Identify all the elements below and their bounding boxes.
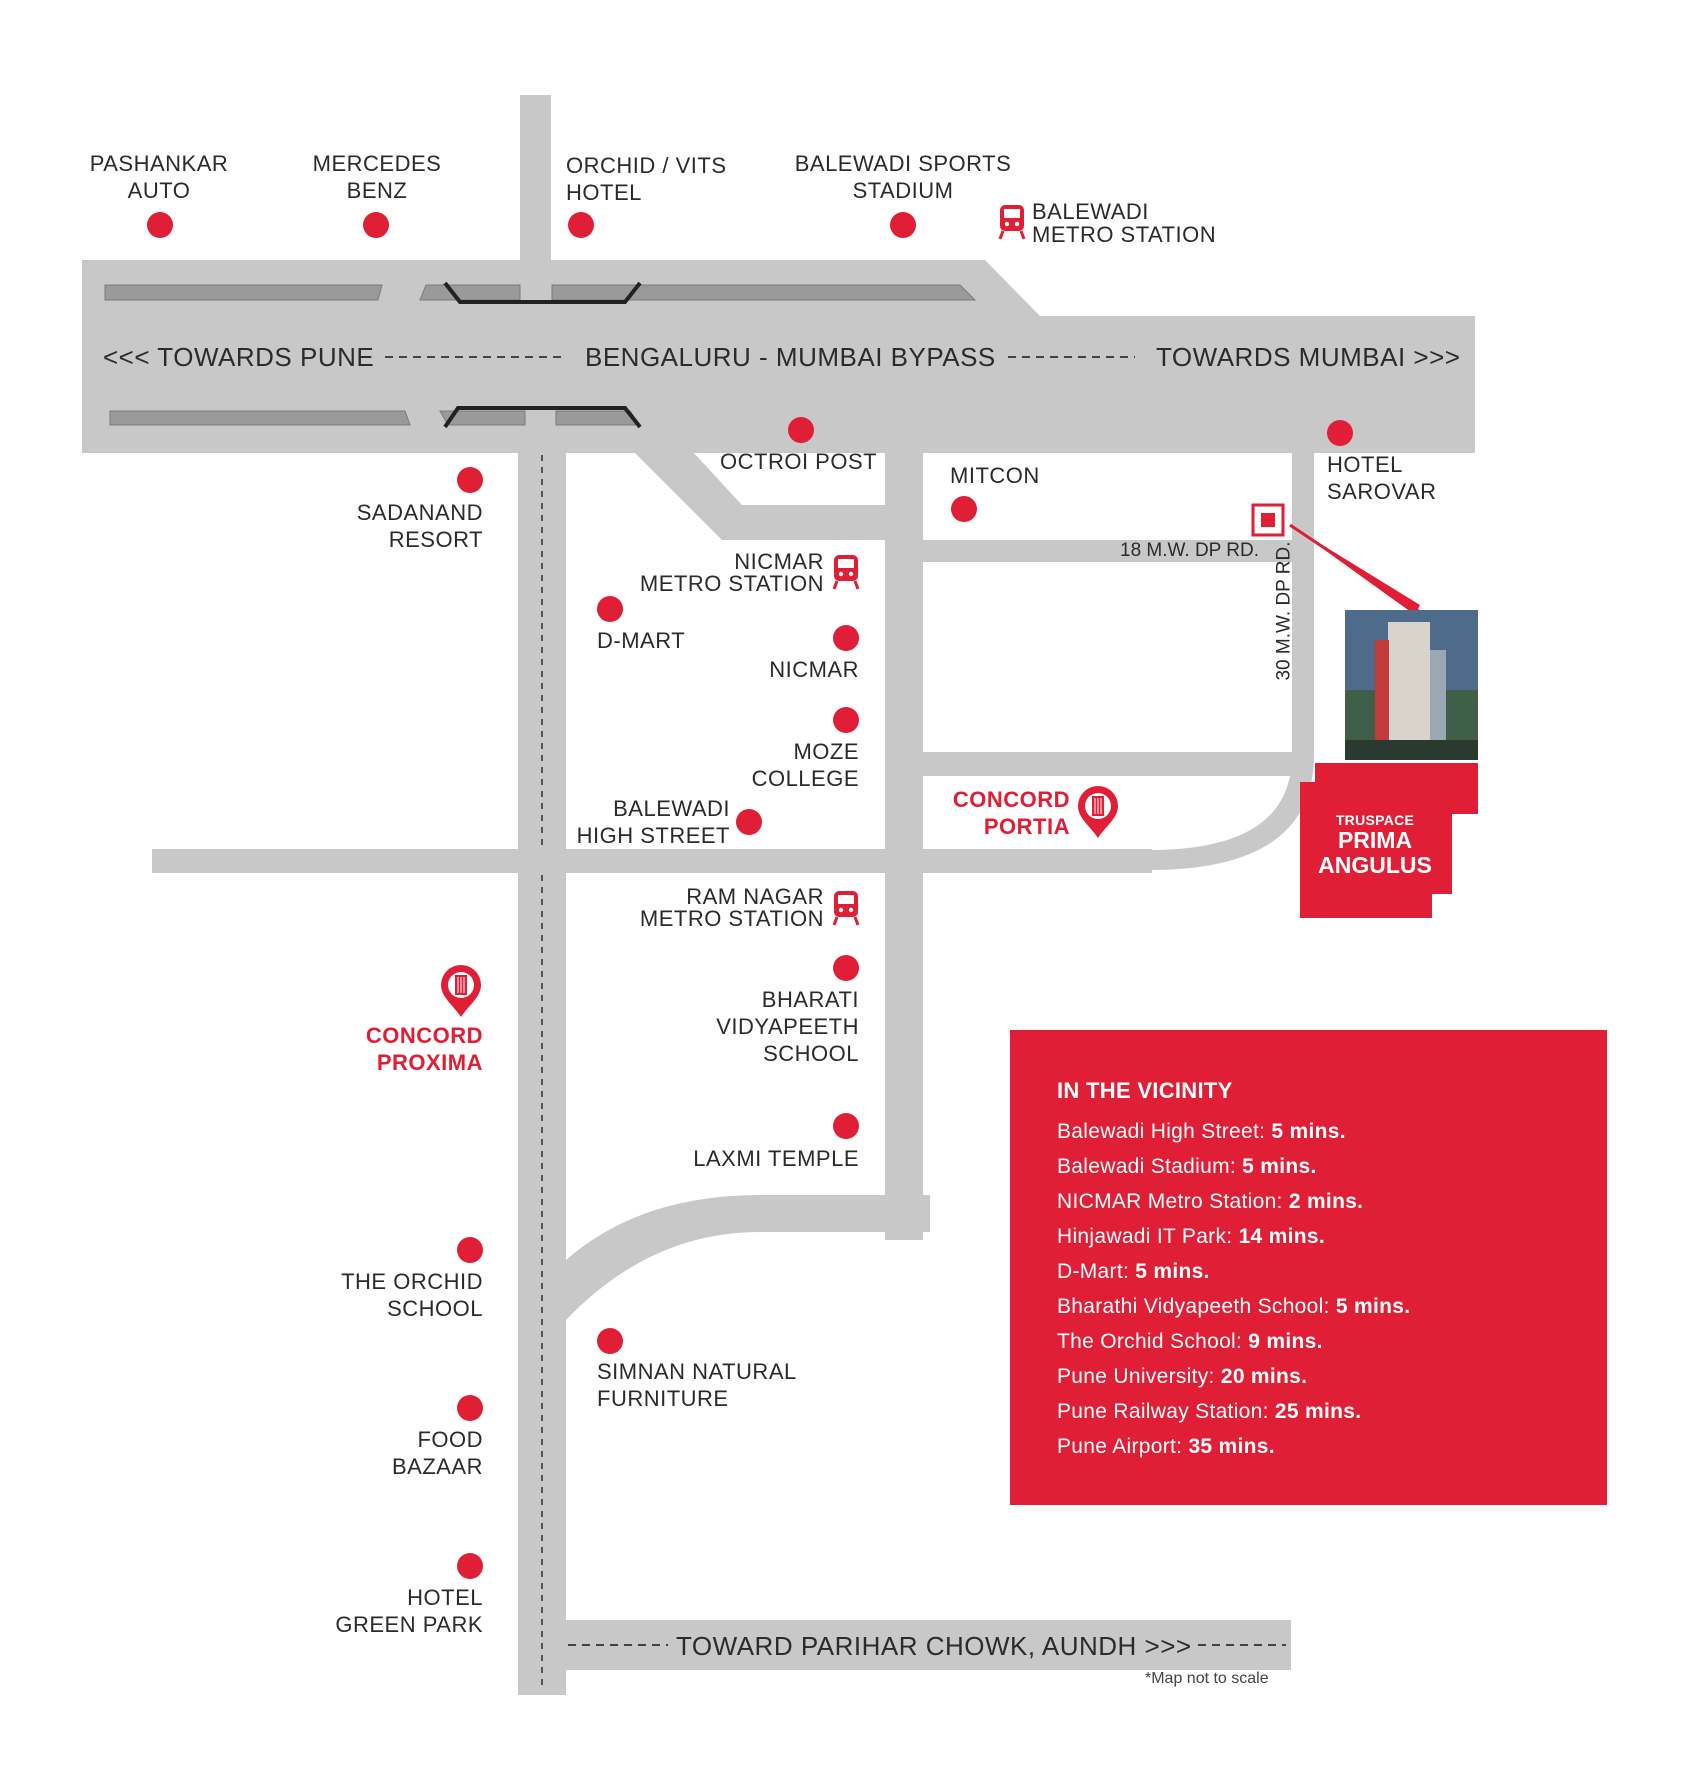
list-item: The Orchid School: 9 mins. [1057, 1330, 1323, 1353]
road-30mw [1292, 405, 1314, 755]
list-item: Pune Airport: 35 mins. [1057, 1435, 1275, 1458]
concord-pin-icon-portia [1078, 786, 1118, 838]
vicinity-list: Balewadi High Street: 5 mins. Balewadi S… [1057, 1114, 1410, 1464]
marker-dot [833, 955, 859, 981]
place-nicmar: NICMAR [769, 657, 859, 682]
metro-icon-ramnagar [832, 891, 860, 926]
flyover-mark [443, 406, 642, 429]
road-portia [923, 752, 1293, 776]
road-main-vertical-top [520, 95, 551, 265]
marker-dot [363, 212, 389, 238]
metro-icon-nicmar [832, 555, 860, 590]
place-laxmi-temple: LAXMI TEMPLE [693, 1146, 859, 1171]
marker-dot [457, 1395, 483, 1421]
map-scale-note: *Map not to scale [1145, 1670, 1269, 1687]
marker-dot [457, 1553, 483, 1579]
pointer-wedge [1290, 525, 1420, 615]
road-diagonal [632, 425, 885, 540]
marker-dot [833, 707, 859, 733]
metro-icon-balewadi [998, 205, 1026, 240]
road-curve-bottom [566, 1195, 930, 1320]
marker-dot [736, 809, 762, 835]
list-item: NICMAR Metro Station: 2 mins. [1057, 1190, 1364, 1213]
highway-band-lower [82, 316, 1475, 453]
service-lane [419, 284, 521, 301]
road-label-18mw: 18 M.W. DP RD. [1120, 540, 1260, 561]
road-inner-vertical [885, 405, 923, 1240]
place-mitcon: MITCON [950, 463, 1040, 488]
place-d-mart: D-MART [597, 628, 686, 653]
road-label-parihar-chowk: TOWARD PARIHAR CHOWK, AUNDH >>> [676, 1631, 1192, 1661]
marker-dot [833, 1113, 859, 1139]
marker-dot [788, 417, 814, 443]
vicinity-title: IN THE VICINITY [1057, 1078, 1233, 1103]
road-cross [152, 849, 1152, 873]
list-item: Pune Railway Station: 25 mins. [1057, 1400, 1362, 1423]
list-item: Hinjawadi IT Park: 14 mins. [1057, 1225, 1326, 1248]
list-item: D-Mart: 5 mins. [1057, 1260, 1210, 1283]
project-name-line2: ANGULUS [1318, 852, 1432, 878]
road-label-bypass: BENGALURU - MUMBAI BYPASS [585, 342, 996, 372]
service-lane [439, 410, 526, 426]
marker-dot [1327, 420, 1353, 446]
marker-dot [951, 496, 977, 522]
service-lane [551, 284, 977, 301]
concord-pin-icon-proxima [441, 965, 481, 1017]
project-badge-label: TRUSPACE PRIMA ANGULUS [1315, 812, 1435, 878]
project-brand: TRUSPACE [1335, 812, 1415, 828]
service-lane [109, 410, 411, 426]
marker-dot [457, 1237, 483, 1263]
road-18mw [923, 540, 1293, 562]
project-name-line1: PRIMA [1337, 827, 1413, 853]
road-label-towards-mumbai: TOWARDS MUMBAI >>> [1156, 342, 1461, 372]
project-marker-inner [1261, 513, 1275, 527]
marker-dot [597, 596, 623, 622]
marker-dot [833, 625, 859, 651]
marker-dot [457, 467, 483, 493]
marker-dot [890, 212, 916, 238]
road-label-30mw: 30 M.W. DP RD. [1273, 541, 1295, 681]
project-badge [1300, 763, 1478, 918]
marker-dot [147, 212, 173, 238]
list-item: Balewadi High Street: 5 mins. [1057, 1120, 1346, 1143]
service-lane [104, 284, 383, 301]
vicinity-panel: IN THE VICINITY Balewadi High Street: 5 … [1010, 1030, 1607, 1505]
list-item: Pune University: 20 mins. [1057, 1365, 1308, 1388]
place-octroi-post: OCTROI POST [720, 449, 878, 474]
list-item: Bharathi Vidyapeeth School: 5 mins. [1057, 1295, 1411, 1318]
road-bottom [566, 1620, 1291, 1670]
flyover-mark [443, 281, 642, 304]
project-building-image [1345, 610, 1478, 760]
list-item: Balewadi Stadium: 5 mins. [1057, 1155, 1317, 1178]
road-label-towards-pune: <<< TOWARDS PUNE [103, 342, 375, 372]
marker-dot [568, 212, 594, 238]
marker-dot [597, 1328, 623, 1354]
